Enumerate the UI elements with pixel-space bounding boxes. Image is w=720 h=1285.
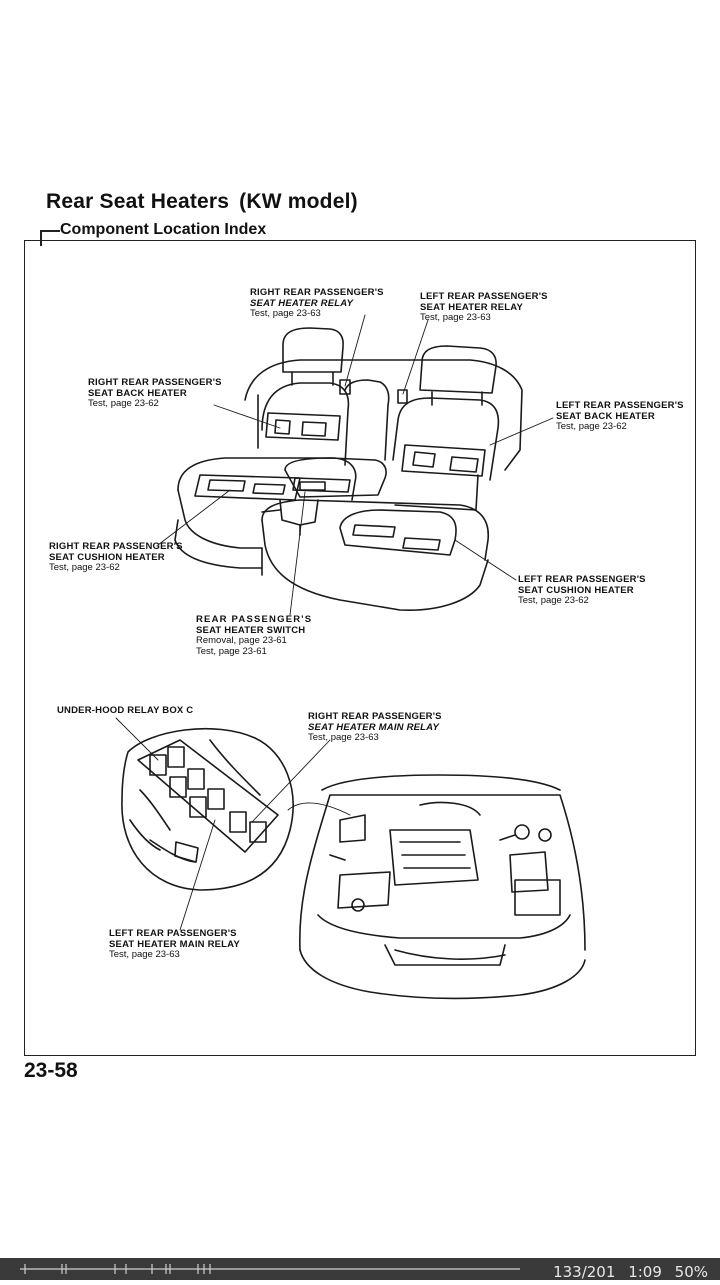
relay-leader-lines — [115, 717, 351, 931]
zoom-level: 50% — [674, 1263, 708, 1281]
upper-leader-lines — [157, 314, 554, 616]
page-title: Rear Seat Heaters (KW model) — [46, 190, 358, 214]
rear-seat-drawing — [174, 327, 523, 611]
callout-right-cushion-heater: RIGHT REAR PASSENGER'S SEAT CUSHION HEAT… — [49, 541, 183, 573]
callout-left-cushion-heater: LEFT REAR PASSENGER'S SEAT CUSHION HEATE… — [518, 574, 646, 606]
clock: 1:09 — [628, 1263, 662, 1281]
page-number: 23-58 — [24, 1059, 78, 1082]
callout-right-back-heater: RIGHT REAR PASSENGER'S SEAT BACK HEATER … — [88, 377, 222, 409]
frame-corner — [40, 230, 60, 246]
status-info: 133/201 1:09 50% — [545, 1263, 708, 1281]
callout-left-main-relay: LEFT REAR PASSENGER'S SEAT HEATER MAIN R… — [109, 928, 240, 960]
callout-left-back-heater: LEFT REAR PASSENGER'S SEAT BACK HEATER T… — [556, 400, 684, 432]
relay-box-drawing — [121, 727, 294, 891]
callout-left-relay: LEFT REAR PASSENGER'S SEAT HEATER RELAY … — [420, 291, 548, 323]
diagram-frame — [24, 240, 696, 1056]
callout-heater-switch: REAR PASSENGER'S SEAT HEATER SWITCH Remo… — [196, 614, 313, 657]
callout-right-relay: RIGHT REAR PASSENGER'S SEAT HEATER RELAY… — [250, 287, 384, 319]
reader-status-bar[interactable] — [0, 1258, 720, 1280]
engine-bay-drawing — [298, 774, 586, 1000]
page-counter: 133/201 — [553, 1263, 616, 1281]
title-text: Rear Seat Heaters — [46, 190, 230, 213]
callout-relay-box: UNDER-HOOD RELAY BOX C — [57, 705, 194, 716]
model-text: (KW model) — [239, 190, 358, 213]
callout-right-main-relay: RIGHT REAR PASSENGER'S SEAT HEATER MAIN … — [308, 711, 442, 743]
page-scrubber-ticks[interactable] — [0, 1258, 520, 1280]
section-title: Component Location Index — [60, 221, 273, 239]
